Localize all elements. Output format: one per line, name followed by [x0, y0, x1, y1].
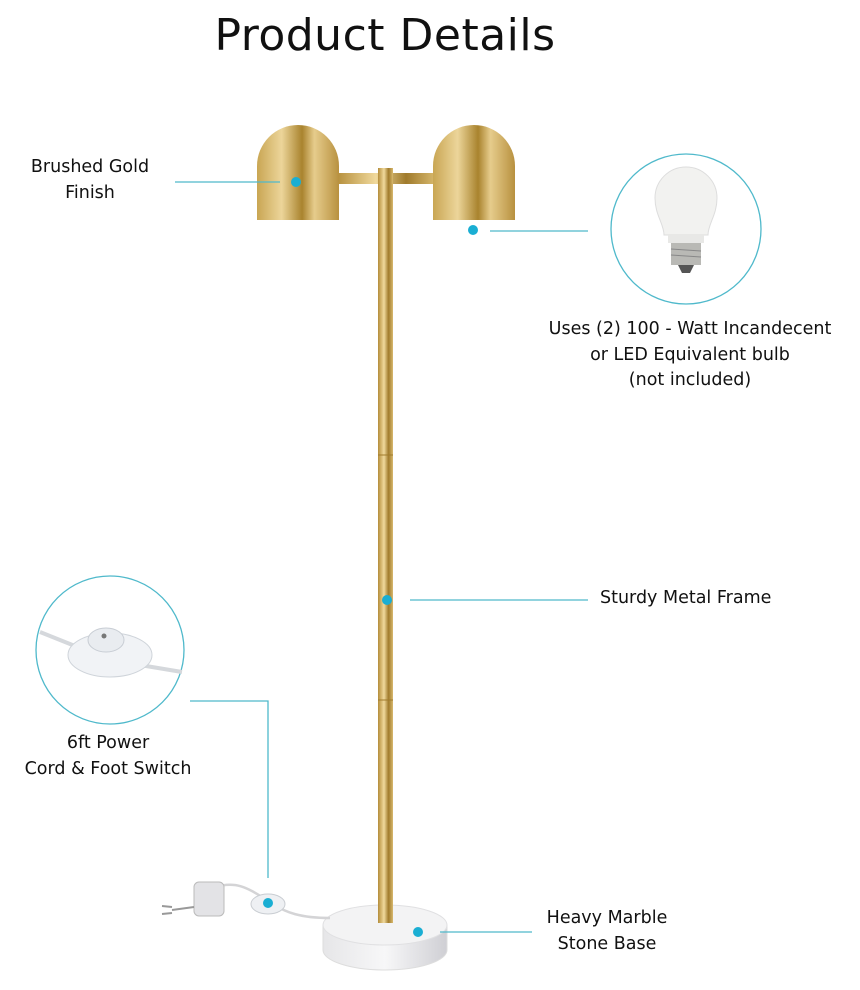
cord-dot	[263, 898, 273, 908]
cord-coil	[193, 881, 225, 917]
frame-label: Sturdy Metal Frame	[600, 588, 772, 608]
bulb-icon	[654, 166, 718, 273]
bulb-label: Uses (2) 100 - Watt Incandecent or LED E…	[548, 319, 832, 390]
cord-label: 6ft Power Cord & Foot Switch	[24, 733, 192, 779]
base-dot	[413, 927, 423, 937]
bulb-dot	[468, 225, 478, 235]
left-shade	[257, 125, 339, 220]
page-title: Product Details	[214, 10, 556, 61]
finish-label: Brushed Gold Finish	[30, 157, 150, 203]
right-shade	[433, 125, 515, 220]
frame-dot	[382, 595, 392, 605]
base-label: Heavy Marble Stone Base	[546, 908, 668, 954]
lamp-pole	[378, 168, 393, 913]
foot-switch-icon	[39, 627, 183, 678]
finish-dot	[291, 177, 301, 187]
